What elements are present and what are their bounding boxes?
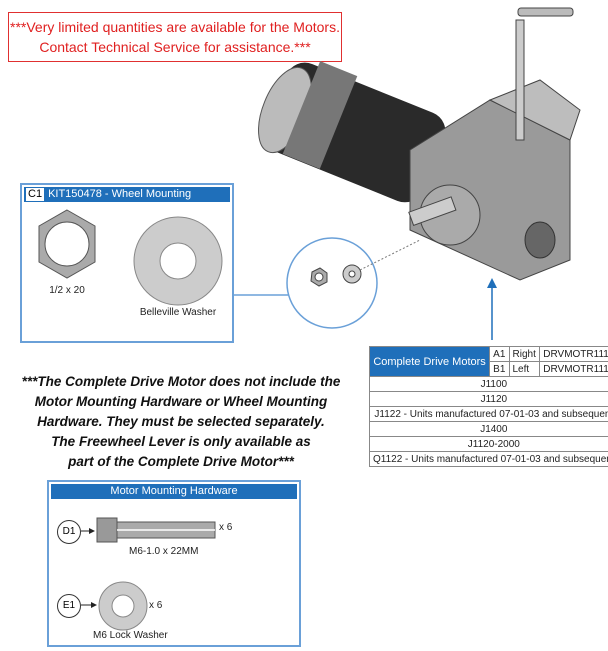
note-line: ***The Complete Drive Motor does not inc… — [21, 374, 341, 389]
note-line: Hardware. They must be selected separate… — [37, 414, 325, 429]
drive-motors-table: Complete Drive Motors A1 Right DRVMOTR11… — [368, 346, 608, 467]
bolt-qty: x 6 — [219, 522, 233, 533]
washer-label: M6 Lock Washer — [93, 630, 168, 641]
drive-motor-illustration — [258, 7, 581, 340]
callout-cell: B1 — [489, 361, 510, 377]
model-cell: J1100 — [369, 376, 608, 392]
note-line: part of the Complete Drive Motor*** — [68, 454, 294, 469]
callout-cell: A1 — [489, 346, 510, 362]
table-row: Complete Drive Motors A1 Right DRVMOTR11… — [368, 346, 608, 377]
drive-motors-header: Complete Drive Motors — [368, 346, 491, 377]
side-cell: Left — [508, 361, 541, 377]
washer-label: Belleville Washer — [139, 307, 217, 318]
motor-mounting-hardware-panel: Motor Mounting Hardware D1 x 6 M6-1.0 x … — [47, 480, 301, 647]
belleville-washer-icon — [133, 216, 223, 306]
washer-qty: x 6 — [149, 600, 163, 611]
lock-washer-icon — [81, 581, 148, 631]
note-line: The Freewheel Lever is only available as — [51, 434, 311, 449]
panel-title: KIT150478 - Wheel Mounting Hardware — [24, 188, 192, 215]
model-row: Q1122 - Units manufactured 07-01-03 and … — [369, 451, 608, 467]
model-row: J1400 — [369, 421, 608, 437]
limited-quantity-notice: ***Very limited quantities are available… — [8, 12, 342, 62]
bolt-icon — [81, 517, 216, 543]
notice-line: Contact Technical Service for assistance… — [39, 39, 311, 55]
callout-d1: D1 — [57, 520, 81, 544]
nut-label: 1/2 x 20 — [49, 285, 85, 296]
notice-line: ***Very limited quantities are available… — [10, 19, 340, 35]
bolt-label: M6-1.0 x 22MM — [129, 546, 199, 557]
callout-c1: C1 — [26, 188, 45, 201]
note-line: Motor Mounting Hardware or Wheel Mountin… — [34, 394, 328, 409]
model-cell: J1400 — [369, 421, 608, 437]
model-cell: J1122 - Units manufactured 07-01-03 and … — [369, 406, 608, 422]
model-row: J1122 - Units manufactured 07-01-03 and … — [369, 406, 608, 422]
part-number-cell[interactable]: DRVMOTR1113 — [539, 346, 608, 362]
hex-nut-icon — [38, 209, 96, 279]
callout-e1: E1 — [57, 594, 81, 618]
model-row: J1100 — [369, 376, 608, 392]
panel-title: Motor Mounting Hardware — [51, 484, 297, 499]
model-cell: J1120-2000 — [369, 436, 608, 452]
model-cell: J1120 — [369, 391, 608, 407]
model-row: J1120-2000 — [369, 436, 608, 452]
side-cell: Right — [508, 346, 541, 362]
model-cell: Q1122 - Units manufactured 07-01-03 and … — [369, 451, 608, 467]
drive-motor-note: ***The Complete Drive Motor does not inc… — [0, 372, 362, 472]
model-row: J1120 — [369, 391, 608, 407]
part-number-cell[interactable]: DRVMOTR1112 — [539, 361, 608, 377]
